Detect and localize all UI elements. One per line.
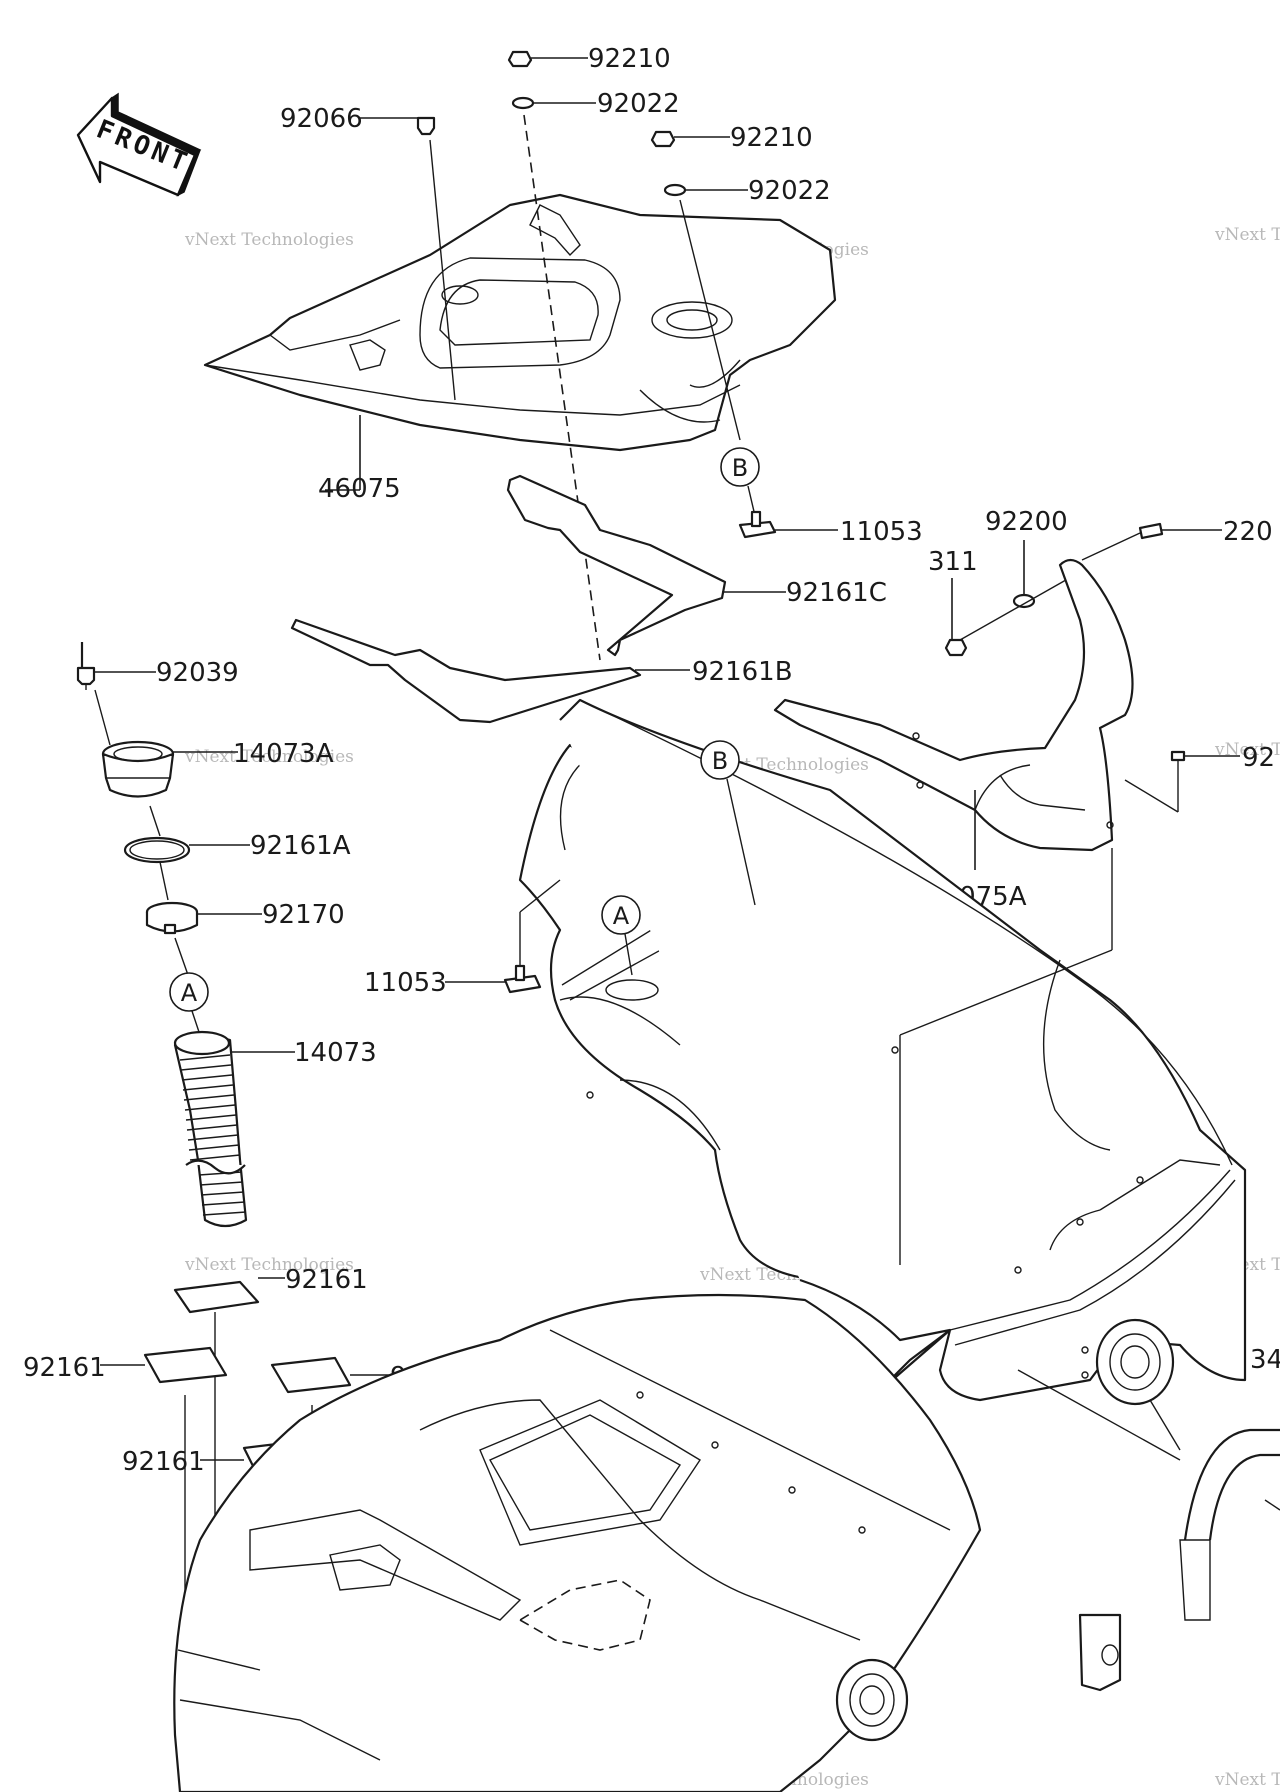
hose-14073: 14073	[173, 1030, 377, 1228]
front-arrow-icon: FRONT	[76, 92, 202, 197]
clip-nut-11053-mid: 11053	[364, 879, 561, 998]
callout-92170: 92170	[262, 900, 345, 930]
gasket-92161c: 92161C	[506, 474, 887, 657]
watermark-text: vNext Technologies	[1214, 225, 1280, 245]
ref-letter: A	[181, 979, 198, 1007]
pad-92161-2: 92161	[23, 1346, 228, 1612]
watermark-text: vNext Technologies	[1214, 1770, 1280, 1790]
callout-92200: 92200	[985, 507, 1068, 537]
vent-92039: 92039	[76, 642, 239, 746]
ref-marker-a-mid: A	[601, 895, 641, 976]
ref-marker-a-left: A	[169, 972, 209, 1036]
callout-92161c: 92161C	[786, 578, 887, 608]
ref-letter: B	[712, 747, 728, 775]
washer-92022-right: 92022	[663, 176, 831, 441]
gasket-92161b: 92161B	[290, 618, 793, 724]
callout-92022-b: 92022	[748, 176, 831, 206]
callout-14073a: 14073A	[233, 739, 334, 769]
callout-92210-b: 92210	[730, 123, 813, 153]
callout-92066: 92066	[280, 104, 363, 134]
grommet-92066: 92066	[280, 104, 456, 401]
clamp-92170: 92170	[145, 900, 345, 976]
watermark-text: vNext Technologies	[184, 230, 354, 250]
washer-92200: 92200	[985, 507, 1068, 609]
clip-nut-11053-top: 11053	[738, 510, 923, 547]
washer-92022-top: 92022	[511, 89, 680, 119]
centerline	[523, 114, 601, 661]
callout-92161: 92161	[285, 1265, 368, 1295]
callout-11053: 11053	[840, 517, 923, 547]
watermark-text: vNext Technologies	[184, 1255, 354, 1275]
o-ring-92161a: 92161A	[123, 831, 351, 901]
callout-92161-b: 92161	[23, 1353, 106, 1383]
callout-92: 92	[1242, 743, 1275, 773]
filler-neck-14073a: 14073A	[101, 739, 334, 837]
callout-311: 311	[928, 547, 978, 577]
leader-line	[1017, 1369, 1181, 1461]
fastener-92210-top: 92210	[507, 44, 671, 74]
seat-cover-46075: 46075	[203, 193, 837, 504]
callout-92022: 92022	[597, 89, 680, 119]
ref-letter: A	[613, 902, 630, 930]
fastener-220: 220	[1081, 517, 1273, 561]
callout-92210: 92210	[588, 44, 671, 74]
watermark-text: vNext Technologies	[1214, 740, 1280, 760]
callout-92161b: 92161B	[692, 657, 793, 687]
callout-46075: 46075	[318, 474, 401, 504]
callout-11053-b: 11053	[364, 968, 447, 998]
fastener-92210-right: 92210	[650, 123, 813, 153]
callout-34: 34	[1250, 1345, 1280, 1375]
hull-deck: 34	[173, 698, 1280, 1792]
ref-letter: B	[732, 454, 748, 482]
leader-line	[899, 949, 1113, 1036]
nut-311: 311	[928, 547, 1081, 657]
callout-92161-d: 92161	[122, 1447, 205, 1477]
ref-marker-b-mid: B	[700, 740, 756, 906]
pad-92161-1: 92161	[173, 1265, 368, 1610]
ref-marker-b-top: B	[720, 447, 760, 521]
screw-92-right: 92	[1124, 743, 1275, 813]
callout-92039: 92039	[156, 658, 239, 688]
callout-220: 220	[1223, 517, 1273, 547]
callout-92161a: 92161A	[250, 831, 351, 861]
callout-14073: 14073	[294, 1038, 377, 1068]
